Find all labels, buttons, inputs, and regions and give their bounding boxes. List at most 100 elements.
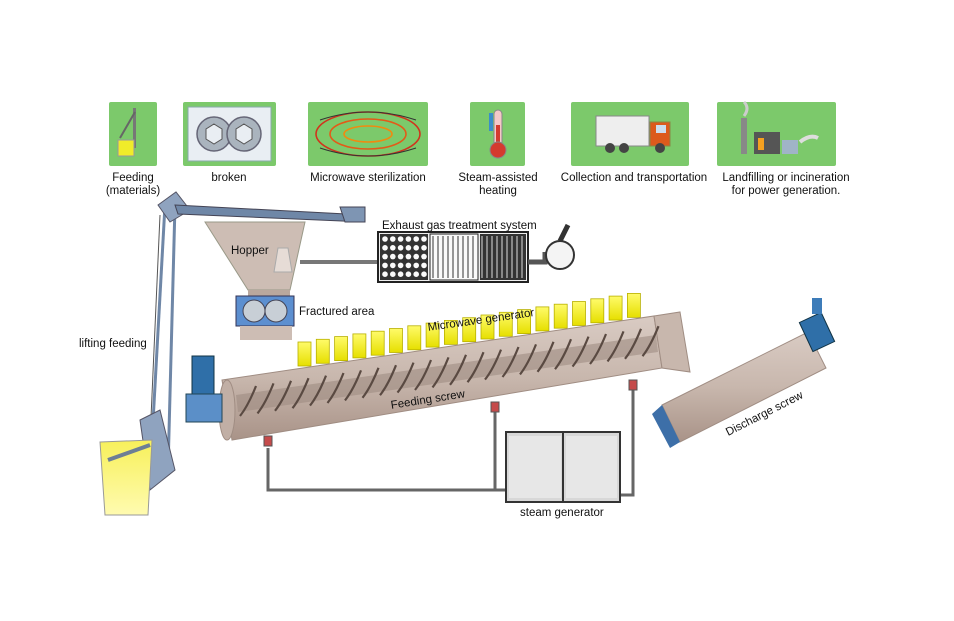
filter-hole bbox=[390, 236, 396, 242]
microwave-generator-unit bbox=[315, 338, 330, 364]
screw-flight bbox=[379, 364, 398, 396]
microwave-generator-unit bbox=[407, 325, 422, 351]
filter-hole bbox=[413, 236, 420, 242]
screw-flight bbox=[624, 328, 643, 360]
filter-hole bbox=[405, 236, 412, 242]
screw-flight bbox=[571, 336, 590, 368]
screw-flights bbox=[239, 325, 660, 417]
hopper bbox=[204, 221, 306, 298]
microwave-generator-unit bbox=[389, 328, 403, 353]
microwave-generator-unit bbox=[443, 319, 458, 345]
screw-flight bbox=[361, 367, 380, 399]
fractured-area-label: Fractured area bbox=[299, 306, 375, 318]
microwave-generator-unit bbox=[425, 322, 440, 348]
filter-hole bbox=[382, 253, 388, 260]
microwave-generator-unit bbox=[462, 317, 477, 343]
microwave-generator-unit bbox=[608, 295, 623, 321]
screw-flight bbox=[256, 382, 275, 415]
step-label-broken: broken bbox=[211, 172, 247, 184]
filter-hole bbox=[421, 271, 427, 278]
lifting-feeder bbox=[99, 191, 191, 516]
microwave-generator-unit bbox=[480, 314, 495, 340]
exhaust-filter-holes bbox=[382, 236, 427, 278]
filter-hole bbox=[421, 253, 427, 260]
filter-hole bbox=[405, 271, 412, 278]
screw-flight bbox=[501, 346, 520, 378]
filter-hole bbox=[397, 245, 404, 251]
screw-flight bbox=[536, 341, 555, 373]
filter-hole bbox=[382, 262, 388, 269]
screw-flight bbox=[274, 380, 293, 412]
filter-hole bbox=[382, 236, 388, 242]
filter-hole bbox=[397, 271, 404, 278]
screw-flight bbox=[554, 338, 573, 370]
feeding-screw-motor bbox=[185, 355, 223, 423]
filter-hole bbox=[390, 262, 396, 269]
steam-valves bbox=[263, 379, 638, 447]
feeding-bucket-icon bbox=[117, 108, 136, 157]
step-label-microwave: Microwave sterilization bbox=[310, 172, 426, 184]
screw-flight bbox=[344, 369, 363, 402]
exhaust-label: Exhaust gas treatment system bbox=[382, 220, 537, 232]
screw-flight bbox=[396, 362, 415, 394]
crusher bbox=[235, 295, 295, 340]
step-label-landfill: Landfilling or incineration for power ge… bbox=[722, 172, 850, 197]
microwave-generator-unit bbox=[572, 301, 586, 326]
screw-flight bbox=[326, 372, 345, 404]
screw-flight bbox=[466, 351, 485, 383]
microwave-generators bbox=[297, 292, 641, 367]
filter-hole bbox=[382, 271, 388, 278]
screw-flight bbox=[239, 385, 258, 417]
filter-hole bbox=[397, 262, 404, 269]
screw-flight bbox=[431, 356, 450, 389]
factory-icon bbox=[741, 100, 819, 154]
filter-hole bbox=[382, 245, 388, 251]
screw-flight bbox=[641, 325, 660, 357]
filter-hole bbox=[390, 245, 396, 251]
microwave-generator-unit bbox=[297, 341, 312, 367]
screw-flight bbox=[309, 375, 328, 407]
filter-hole bbox=[397, 253, 404, 260]
filter-hole bbox=[405, 253, 412, 260]
steam-generator-label: steam generator bbox=[520, 507, 604, 519]
filter-hole bbox=[421, 245, 427, 251]
step-label-feeding: Feeding (materials) bbox=[105, 172, 161, 197]
lifting-feeding-label: lifting feeding bbox=[79, 338, 147, 350]
microwave-generator-unit bbox=[590, 298, 605, 324]
screw-flight bbox=[484, 349, 503, 381]
screw-flight bbox=[606, 330, 625, 363]
filter-hole bbox=[390, 271, 396, 278]
step-label-transport: Collection and transportation bbox=[560, 172, 708, 184]
filter-hole bbox=[413, 253, 420, 260]
microwave-generator-unit bbox=[352, 333, 367, 359]
screw-flight bbox=[449, 354, 468, 386]
microwave-generator-unit bbox=[498, 311, 513, 337]
screw-flight bbox=[291, 377, 310, 409]
hopper-label: Hopper bbox=[231, 245, 269, 257]
filter-hole bbox=[413, 262, 420, 269]
microwave-generator-unit bbox=[553, 303, 568, 329]
screw-flight bbox=[414, 359, 433, 391]
crusher-gears-icon bbox=[187, 106, 272, 162]
filter-hole bbox=[413, 271, 420, 278]
exhaust-filter-stripes bbox=[432, 236, 523, 278]
microwave-generator-unit bbox=[517, 309, 531, 335]
truck-icon bbox=[595, 115, 671, 153]
screw-flight bbox=[589, 333, 608, 365]
step-label-heating: Steam-assisted heating bbox=[458, 172, 538, 197]
microwave-generator-unit bbox=[535, 306, 550, 332]
microwave-generator-unit bbox=[370, 330, 385, 356]
filter-hole bbox=[405, 245, 412, 251]
filter-hole bbox=[397, 236, 404, 242]
filter-hole bbox=[421, 236, 427, 242]
filter-hole bbox=[421, 262, 427, 269]
thermometer-icon bbox=[489, 109, 507, 159]
steam-pipes bbox=[266, 390, 635, 497]
filter-hole bbox=[405, 262, 412, 269]
microwave-waves-icon bbox=[315, 111, 421, 157]
microwave-generator-unit bbox=[627, 292, 641, 318]
microwave-generator-unit bbox=[334, 336, 349, 362]
filter-hole bbox=[390, 253, 396, 260]
screw-flight bbox=[519, 343, 538, 376]
